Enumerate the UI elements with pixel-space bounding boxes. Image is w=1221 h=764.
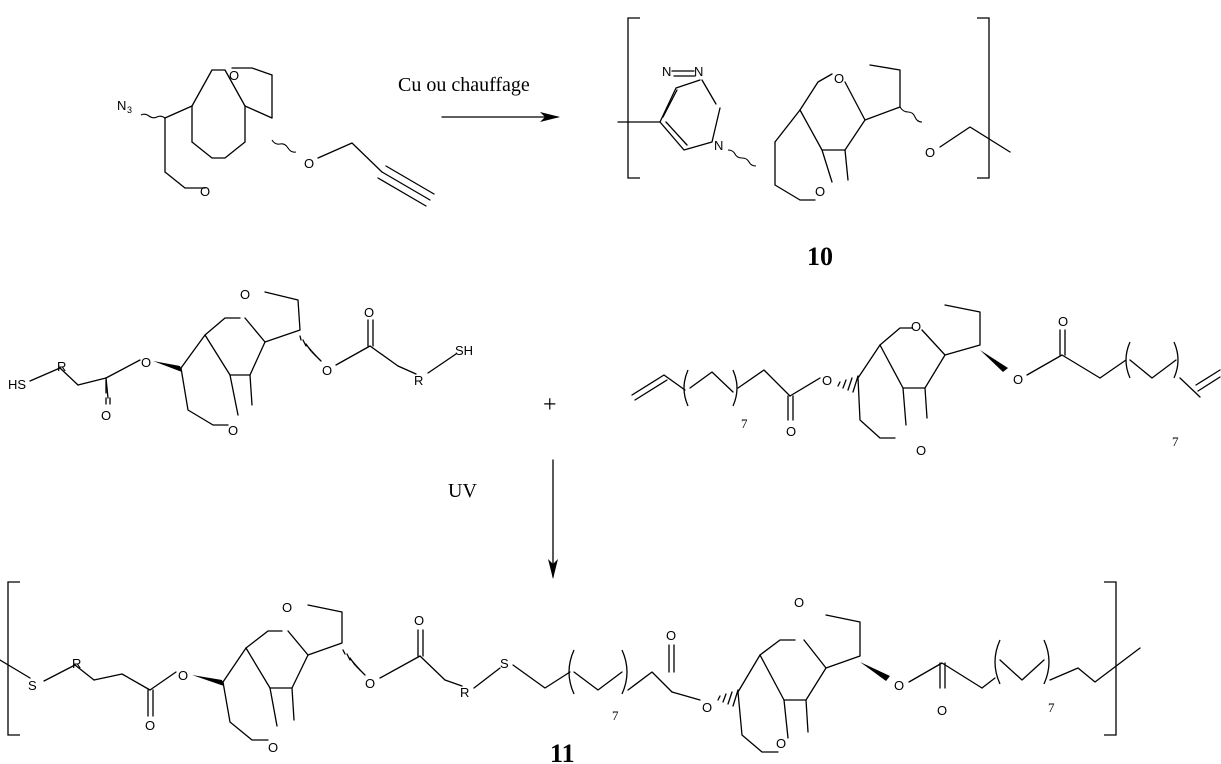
repeat-index-label: 7 (612, 708, 619, 723)
azido-propargyl-isosorbide: O O N 3 O (117, 67, 435, 207)
oxygen-label: O (240, 287, 250, 302)
oxygen-label: O (937, 703, 947, 718)
repeat-index-label: 7 (1172, 434, 1179, 449)
oxygen-label: O (364, 305, 374, 320)
product-number-10: 10 (807, 242, 833, 271)
polytriazole-product-10: N N N O O O (617, 17, 1011, 201)
r-group-label: R (57, 359, 66, 374)
oxygen-label: O (145, 718, 155, 733)
oxygen-label: O (322, 363, 332, 378)
repeat-index-label: 7 (1048, 700, 1055, 715)
oxygen-label: O (365, 676, 375, 691)
reaction-condition-2: UV (448, 480, 477, 502)
r-group-label: R (414, 373, 423, 388)
oxygen-label: O (666, 628, 676, 643)
oxygen-label: O (834, 71, 844, 86)
r-group-label: R (460, 685, 469, 700)
nitrogen-label: N (714, 138, 723, 153)
oxygen-label: O (815, 184, 825, 199)
azide-subscript: 3 (127, 105, 132, 115)
isosorbide-dithiol-ester: HS R O O O O O O R (8, 287, 473, 438)
oxygen-label: O (228, 423, 238, 438)
repeat-index-label: 7 (741, 416, 748, 431)
oxygen-label: O (200, 184, 210, 199)
reaction-arrow-2: UV (448, 459, 558, 579)
isosorbide-diundecenoate: 7 O O O O O O 7 (631, 304, 1221, 458)
plus-sign: + (543, 392, 557, 418)
nitrogen-label: N (694, 64, 703, 79)
thiol-label: HS (8, 377, 26, 392)
oxygen-label: O (229, 68, 239, 83)
oxygen-label: O (304, 156, 314, 171)
oxygen-label: O (1013, 372, 1023, 387)
oxygen-label: O (282, 600, 292, 615)
oxygen-label: O (822, 373, 832, 388)
oxygen-label: O (894, 678, 904, 693)
oxygen-label: O (178, 668, 188, 683)
oxygen-label: O (794, 595, 804, 610)
polythioether-product-11: S R O O O O O O R S (0, 581, 1141, 755)
sulfur-label: S (500, 656, 509, 671)
sulfur-label: S (28, 678, 37, 693)
oxygen-label: O (268, 740, 278, 755)
nitrogen-label: N (662, 64, 671, 79)
oxygen-label: O (702, 700, 712, 715)
oxygen-label: O (916, 443, 926, 458)
azide-label: N (117, 98, 126, 113)
reaction-arrow-1: Cu ou chauffage (398, 74, 560, 122)
oxygen-label: O (414, 613, 424, 628)
thiol-label: SH (455, 343, 473, 358)
oxygen-label: O (101, 408, 111, 423)
oxygen-label: O (776, 736, 786, 751)
oxygen-label: O (141, 355, 151, 370)
product-number-11: 11 (550, 739, 575, 764)
r-group-label: R (72, 656, 81, 671)
oxygen-label: O (786, 424, 796, 439)
oxygen-label: O (925, 145, 935, 160)
reaction-condition-1: Cu ou chauffage (398, 74, 530, 96)
oxygen-label: O (1058, 314, 1068, 329)
oxygen-label: O (911, 319, 921, 334)
